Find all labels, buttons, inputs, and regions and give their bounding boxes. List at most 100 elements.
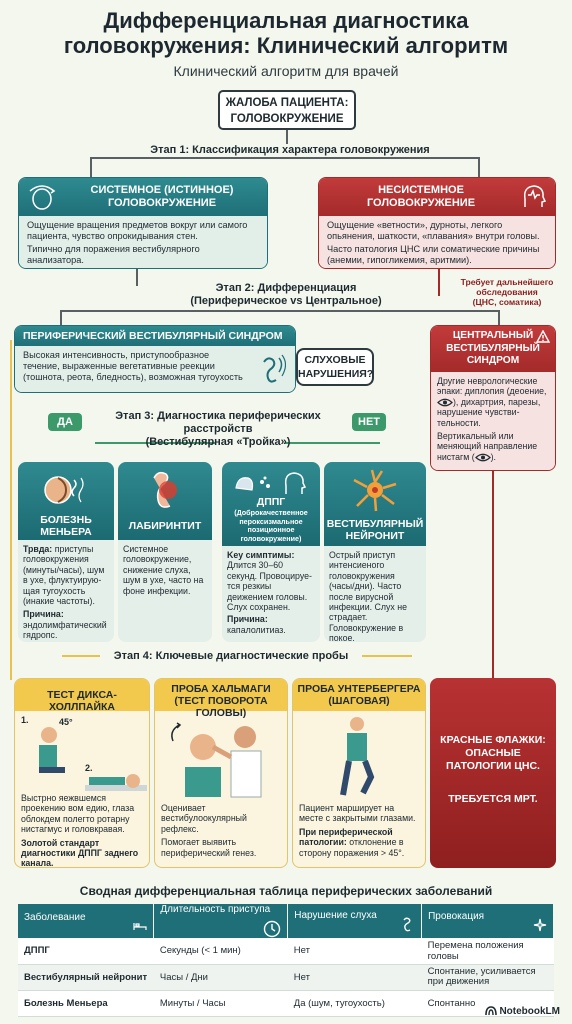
table-cell: Минуты / Часы [153,990,288,1017]
no-badge: НЕТ [352,413,386,431]
sitting-patient-icon [39,727,65,773]
inflamed-ear-icon [153,471,177,508]
ear-icon [403,917,411,932]
table-row: Вестибулярный нейронит Часы / Дни Нет Сп… [18,964,554,991]
further-exam-note: Требует дальнейшего обследования (ЦНС, с… [452,277,562,307]
systemic-title-1: СИСТЕМНОЕ (ИСТИННОЕ) [90,184,234,196]
systemic-vertigo-box: СИСТЕМНОЕ (ИСТИННОЕ) ГОЛОВОКРУЖЕНИЕ Ощущ… [18,177,268,269]
hearing-question-bubble: СЛУХОВЫЕ НАРУШЕНИЯ? [296,348,374,386]
brand-label: NotebookLM [499,1006,560,1017]
labyrinthitis-card: ЛАБИРИНТИТ Системное головокружение, сни… [118,462,212,642]
dix-text-2: Золотой стандарт диагностики ДППГ заднег… [21,837,139,868]
unterberger-card: ПРОБА УНТЕРБЕРГЕРА (ШАГОВАЯ) Пациент мар… [292,678,426,868]
table-cell: ДППГ [18,938,154,965]
peripheral-text: Высокая интенсивность, приступообразное … [15,346,295,392]
further-exam-line-2: обследования [476,287,538,297]
brand-mark: NotebookLM [484,1006,560,1017]
summary-table-wrap: Заболевание Длительность приступа Наруше… [18,904,554,1017]
header-label: Заболевание [24,911,86,923]
central-title-1: ЦЕНТРАЛЬНЫЙ [452,330,534,341]
meniere-title-2: МЕНЬЕРА [40,526,92,538]
central-syndrome-box: ЦЕНТРАЛЬНЫЙ ВЕСТИБУЛЯРНЫЙ СИНДРОМ Другие… [430,325,556,471]
notebooklm-logo-icon [484,1006,497,1016]
nonsystemic-title-2: ГОЛОВОКРУЖЕНИЕ [366,197,476,209]
header-label: Провокация [428,910,485,922]
central-text-2d: ). [490,451,496,462]
eye-icon [437,398,453,407]
central-text-1d: нарушение чувстви- [437,407,520,418]
neuron-icon [353,469,397,512]
header-label: Нарушение слуха [294,910,377,922]
meniere-text-2: эндолимфатический гядропс. [23,619,107,641]
neuronitis-title-2: НЕЙРОНИТ [345,530,405,542]
neuronitis-title-1: ВЕСТИБУЛЯРНЫЙ [326,518,424,530]
table-header-provocation: Провокация [421,904,554,939]
stage-4-label: Этап 4: Ключевые диагностические пробы [100,650,362,663]
bppv-label-2: Причина: [227,614,268,625]
labyrinthitis-title: ЛАБИРИНТИТ [128,520,202,532]
meniere-title-1: БОЛЕЗНЬ [40,514,92,526]
head-impulse-test-icon [171,722,262,798]
table-cell: Вестибулярный нейронит [18,964,154,991]
stage-2-label: Этап 2: Дифференциация (Периферическое v… [186,282,386,308]
table-cell: Часы / Дни [153,964,288,991]
table-cell: Перемена положения головы [421,938,554,965]
bppv-subtitle: (Доброкачественное пероксизмальное позиц… [234,508,308,543]
dix-hallpike-card: ТЕСТ ДИКСА-ХОЛЛПАЙКА 1. 45° 2. Выстрно я… [14,678,150,868]
bppv-label-1: Key симптимы: [227,550,295,560]
meniere-card: БОЛЕЗНЬ МЕНЬЕРА Трвда: приступы головокр… [18,462,114,642]
hearing-question-2: НАРУШЕНИЯ? [298,368,374,380]
central-text-1b: эпаки: диплопия (деоение, [437,386,547,397]
stage-3-line-2: (Вестибулярная «Тройка») [145,436,291,448]
connector [492,470,494,678]
bppv-text-2: капалолитиаз. [227,624,286,635]
meniere-label-2: Причина: [23,609,64,620]
title-line-1: Дифференциальная диагностика [103,8,469,33]
table-cell: Секунды (< 1 мин) [153,938,288,965]
red-flags-line-2: ОПАСНЫЕ [465,747,521,759]
red-flags-box: КРАСНЫЕ ФЛАЖКИ: ОПАСНЫЕ ПАТОЛОГИИ ЦНС. Т… [430,678,556,868]
neuronitis-card: ВЕСТИБУЛЯРНЫЙ НЕЙРОНИТ Острый приступ ин… [324,462,426,642]
labyrinthitis-text: Системное головокружение, снижение слуха… [123,544,204,596]
meniere-text-1: приступы головокружения (минуты/часы), ш… [23,544,105,607]
header-label: Длительность приступа [160,904,271,915]
peripheral-syndrome-box: ПЕРИФЕРИЧЕСКИЙ ВЕСТИБУЛЯРНЫЙ СИНДРОМ Выс… [14,325,296,393]
yes-badge: ДА [48,413,82,431]
neuronitis-text: Острый приступ интенсиеного головокружен… [329,550,407,642]
table-cell: Нет [287,938,422,965]
stage-3-label: Этап 3: Диагностика периферических расст… [88,410,348,449]
systemic-text-1: Ощущение вращения предметов вокруг или с… [27,220,248,241]
halmagyi-text-2: Помогает выявить периферический генез. [161,837,257,858]
unterberger-text-2: отклонение в сторону поражения > 45°. [299,837,405,858]
connector [90,157,92,177]
connector [90,157,480,159]
central-text-1c: ), дихартрия, парезы, [453,396,541,407]
central-text-2b: меняющий направление [437,441,538,452]
ear-icon [263,354,286,383]
table-header-duration: Длительность приступа [153,904,289,939]
summary-table: Заболевание Длительность приступа Наруше… [18,904,554,1017]
crystals-head-icon [235,472,307,494]
central-text-1a: Другие неврологические [437,376,538,386]
eye-icon [474,453,491,462]
marching-patient-icon [340,717,375,796]
table-row: ДППГ Секунды (< 1 мин) Нет Перемена поло… [18,938,554,965]
dix-title: ТЕСТ ДИКСА-ХОЛЛПАЙКА [15,679,149,713]
page-subtitle: Клинический алгоритм для врачей [173,63,399,79]
further-exam-line-3: (ЦНС, соматика) [472,297,542,307]
table-cell: Спонтание, усиливается при движения [421,964,554,991]
connector [136,268,138,286]
connector [438,268,440,296]
peripheral-title: ПЕРИФЕРИЧЕСКИЙ ВЕСТИБУЛЯРНЫЙ СИНДРОМ [15,326,295,346]
table-cell: Болезнь Меньера [18,990,154,1017]
warning-icon [536,330,550,343]
red-flags-line-4: ТРЕБУЕТСЯ МРТ. [448,793,538,805]
stage-3-line-1: Этап 3: Диагностика периферических расст… [115,410,321,435]
central-title-2: ВЕСТИБУЛЯРНЫЙ [446,342,540,354]
table-cell: Нет [287,964,422,991]
connector [498,310,500,326]
stage-1-label: Этап 1: Классификация характера головокр… [130,144,450,157]
further-exam-line-1: Требует дальнейшего [460,277,554,287]
dix-step-2: 2. [85,763,93,773]
nonsystemic-vertigo-box: НЕСИСТЕМНОЕ ГОЛОВОКРУЖЕНИЕ Ощущение «вет… [318,177,556,269]
